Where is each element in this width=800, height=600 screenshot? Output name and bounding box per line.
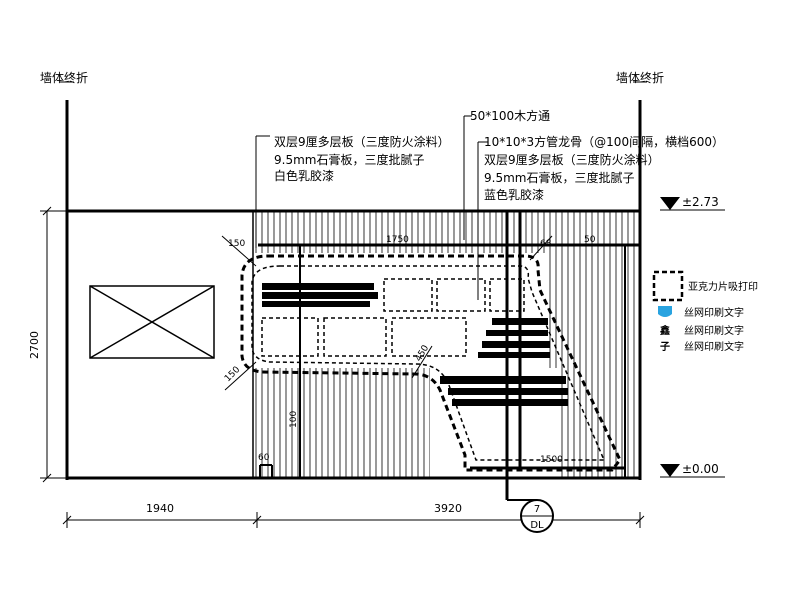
annotation-left-1: 双层9厘多层板（三度防火涂料）	[274, 134, 450, 149]
legend-item-3-label: 丝网印刷文字	[684, 340, 744, 353]
level-bottom-label: ±0.00	[682, 462, 719, 476]
dim-1750: 1750	[386, 235, 409, 245]
dim-150-a: 150	[228, 239, 245, 249]
dim-1500: 1500	[540, 455, 563, 465]
width-right-label: 3920	[434, 502, 462, 515]
wall-break-left-label: 墙体终折	[40, 70, 88, 85]
legend-item-1-label: 丝网印刷文字	[684, 306, 744, 319]
annotation-left-3: 白色乳胶漆	[274, 168, 334, 183]
leaders	[255, 115, 488, 300]
legend-dashed-label: 亚克力片吸打印	[688, 280, 758, 293]
section-marker-bottom: DL	[530, 520, 544, 531]
section-marker-top: 7	[534, 504, 540, 515]
legend-dashed-swatch	[652, 270, 684, 302]
dim-60: 60	[258, 453, 270, 463]
height-dimension	[40, 206, 67, 483]
annotation-top-mid: 50*100木方通	[470, 108, 550, 123]
annotation-right-4: 蓝色乳胶漆	[484, 187, 544, 202]
section-marker: 7 DL	[507, 499, 554, 533]
level-top-label: ±2.73	[682, 195, 719, 209]
level-marker-bottom: ±0.00	[660, 462, 725, 478]
dim-68: 68	[540, 239, 552, 249]
window-panel	[89, 285, 215, 359]
annotation-right-3: 9.5mm石膏板，三度批腻子	[484, 170, 634, 185]
printed-text-blocks	[262, 283, 568, 406]
annotation-right-2: 双层9厘多层板（三度防火涂料）	[484, 152, 660, 167]
legend: 亚克力片吸打印 丝网印刷文字 鑫 丝网印刷文字 子 丝网印刷文字	[652, 270, 758, 353]
wall-break-right-label: 墙体终折	[616, 70, 664, 85]
legend-glyph-3: 子	[660, 341, 670, 353]
legend-glyph-2: 鑫	[659, 324, 670, 337]
legend-cyan-swatch	[658, 306, 672, 317]
dim-50: 50	[584, 235, 596, 245]
width-left-label: 1940	[146, 502, 174, 515]
main-frame	[65, 100, 642, 480]
height-dimension-label: 2700	[28, 331, 41, 359]
steel-frame	[258, 211, 640, 501]
acrylic-graphic-outline	[240, 254, 622, 472]
dim-100: 100	[289, 411, 299, 428]
graphic-tiles	[261, 278, 525, 357]
legend-item-2-label: 丝网印刷文字	[684, 324, 744, 337]
annotation-left-2: 9.5mm石膏板，三度批腻子	[274, 152, 424, 167]
diagonal-dims	[221, 235, 553, 391]
dim-150-b: 150	[223, 365, 242, 384]
level-marker-top: ±2.73	[660, 195, 725, 211]
annotation-right-1: 10*10*3方管龙骨（@100间隔，横档600）	[484, 134, 724, 149]
